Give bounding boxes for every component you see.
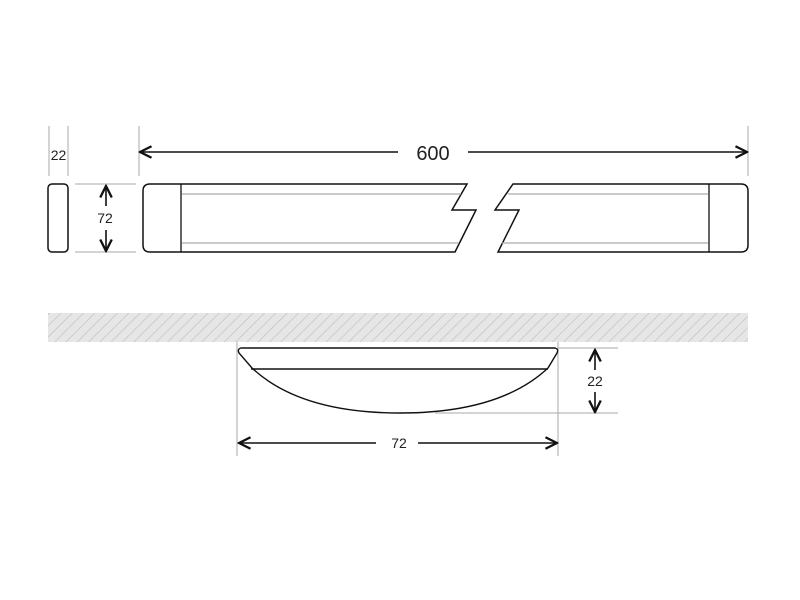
bar-right-piece — [493, 183, 749, 253]
bar-left-piece — [142, 183, 478, 253]
width-label: 72 — [391, 435, 407, 451]
length-label: 600 — [416, 143, 449, 165]
height-label: 72 — [97, 210, 113, 226]
width-dimension: 72 — [239, 435, 557, 451]
front-view — [142, 183, 749, 253]
ceiling-hatch — [48, 313, 748, 342]
section-view — [236, 342, 618, 456]
depth-dimension: 22 — [587, 350, 603, 412]
end-view: 22 — [47, 126, 69, 253]
lens-profile — [237, 347, 559, 414]
depth-label: 22 — [587, 373, 603, 389]
end-profile — [47, 183, 69, 253]
height-dimension: 72 — [75, 183, 136, 253]
length-dimension: 600 — [138, 126, 749, 176]
end-width-label: 22 — [51, 147, 67, 163]
